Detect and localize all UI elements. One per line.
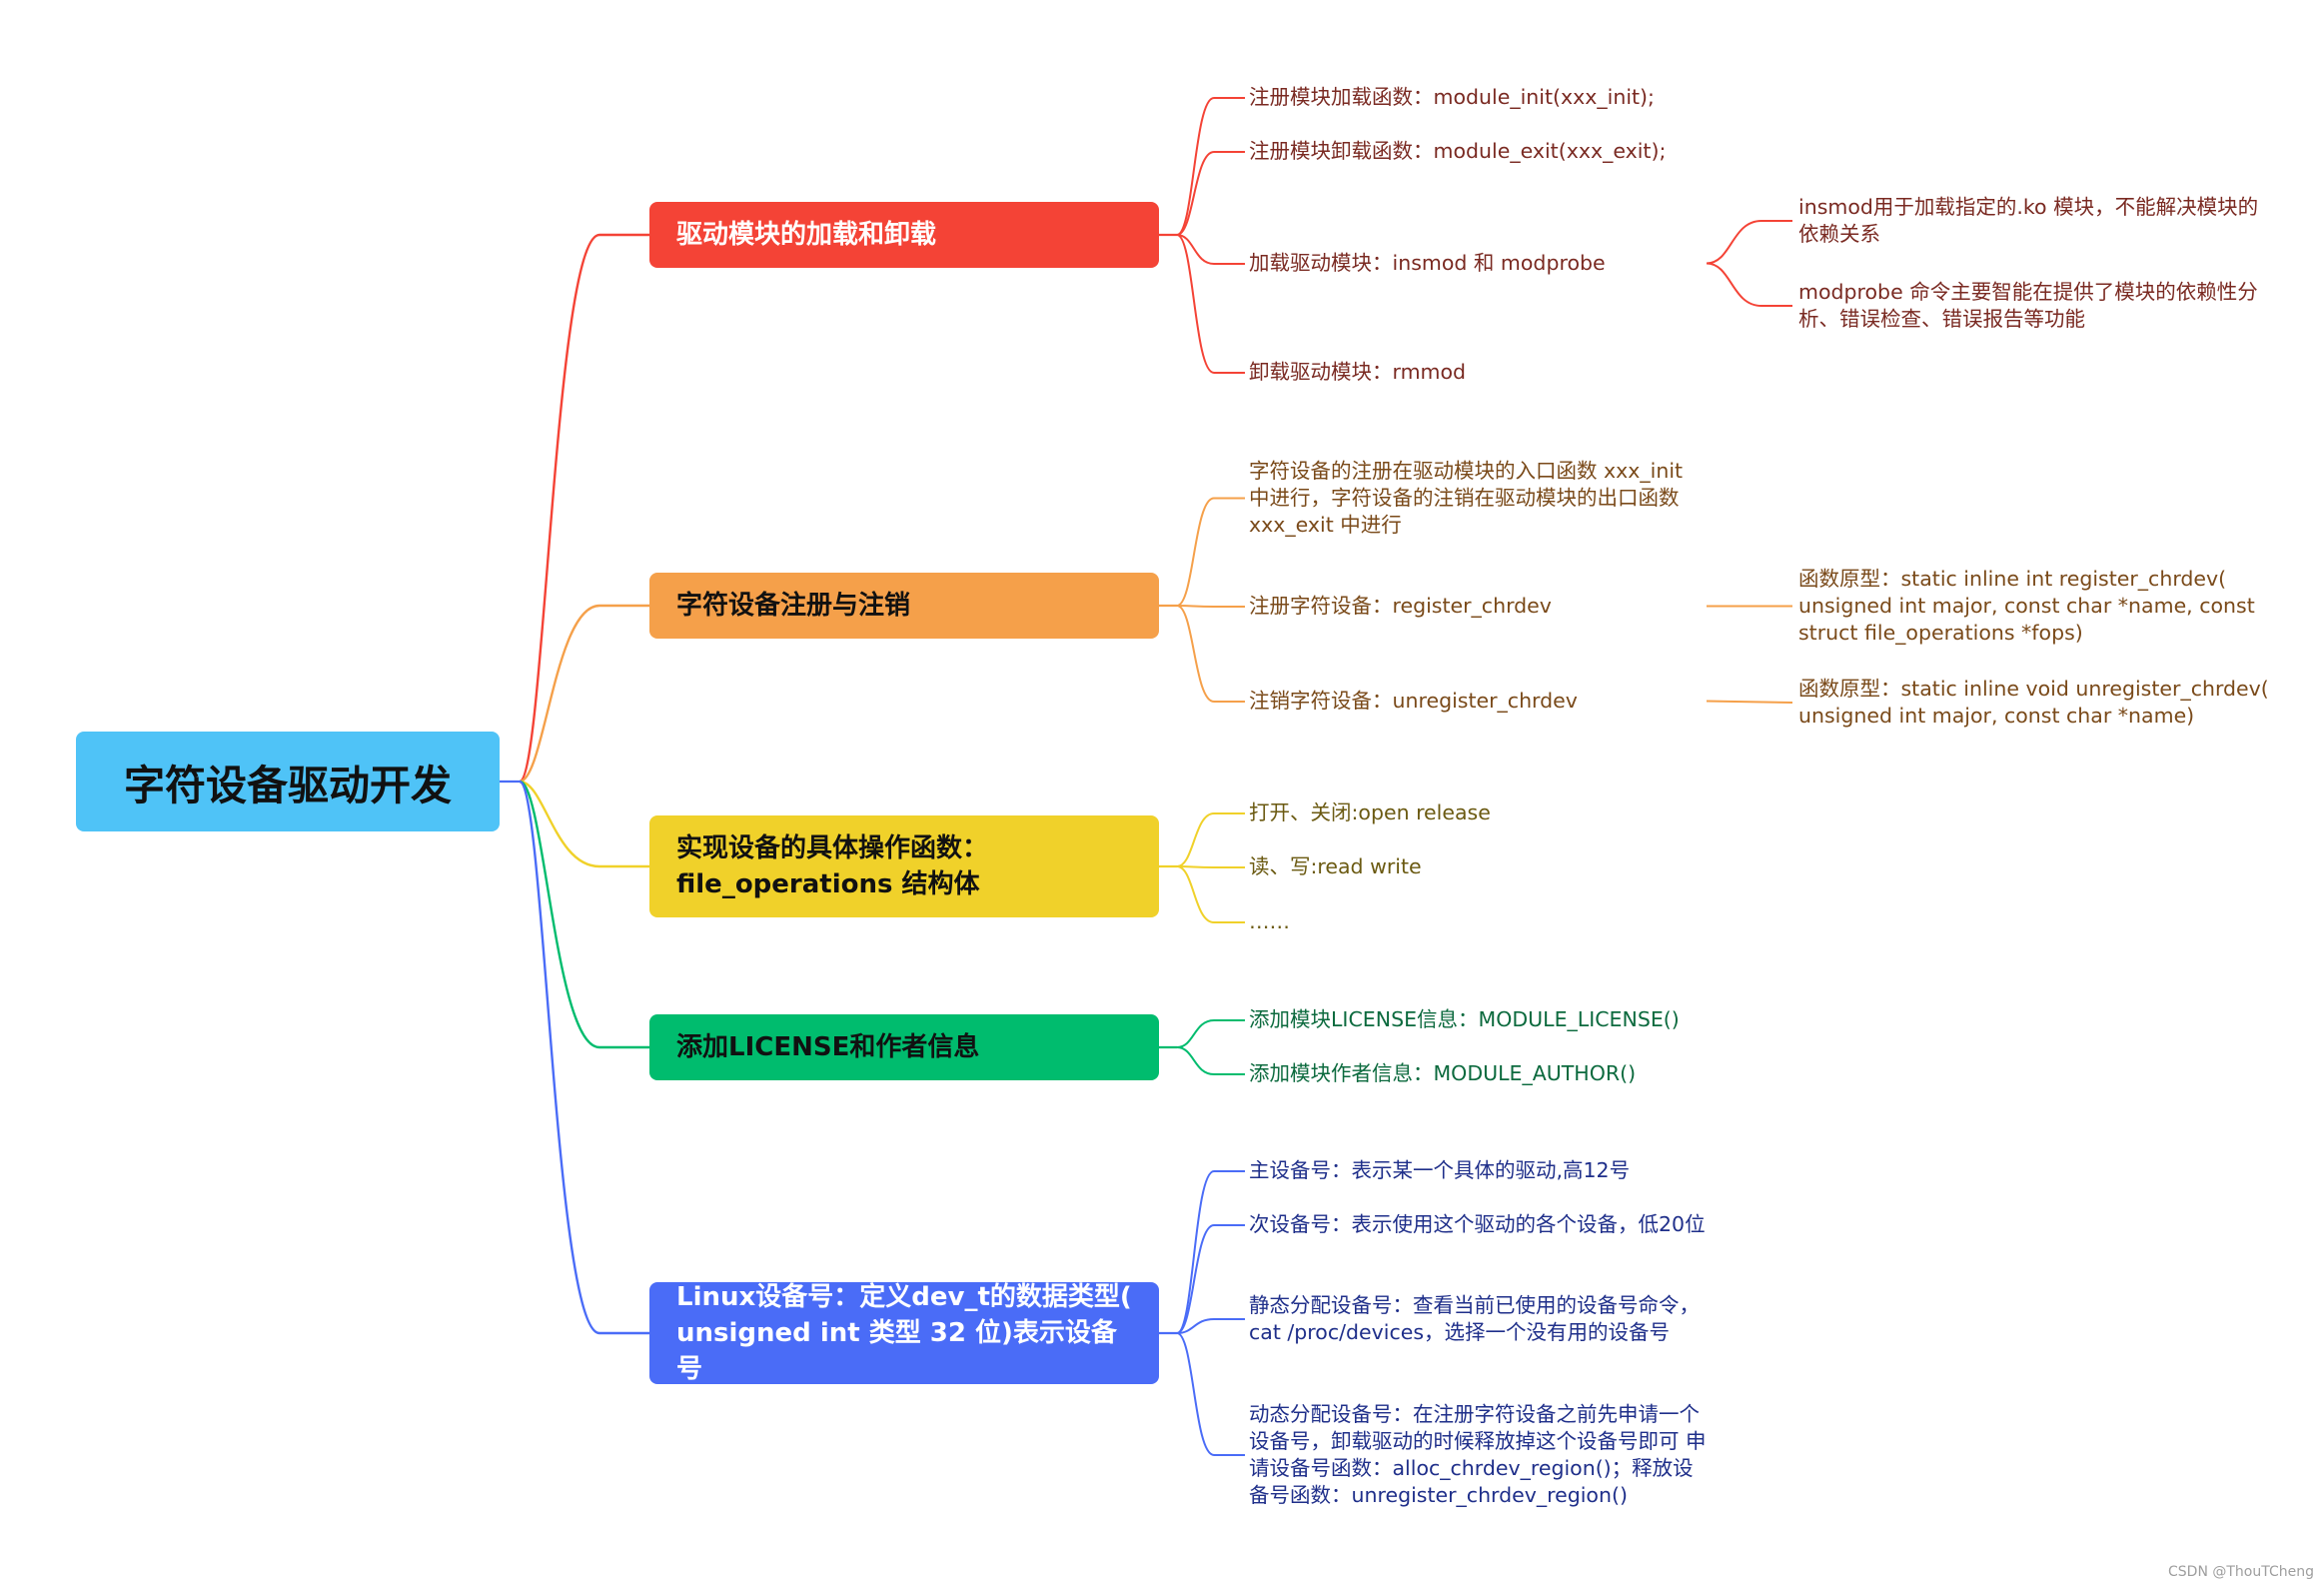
branch-label: Linux设备号：定义dev_t的数据类型( unsigned int 类型 3… xyxy=(676,1282,1132,1384)
root-branch-edge xyxy=(519,780,649,1049)
leaf-module-exit: 注册模块卸载函数：module_exit(xxx_exit); xyxy=(1249,139,1667,163)
leaf-subleaf-edge xyxy=(1706,262,1792,307)
root-node: 字符设备驱动开发 xyxy=(76,732,500,831)
leaf-minor-number: 次设备号：表示使用这个驱动的各个设备，低20位 xyxy=(1249,1212,1706,1236)
branch-leaf-edge xyxy=(1176,97,1245,236)
branch-leaf-edge xyxy=(1176,605,1245,608)
branch-leaf-edge xyxy=(1176,1224,1245,1334)
branch-label: 实现设备的具体操作函数：file_operations 结构体 xyxy=(676,833,989,899)
subleaf-insmod: insmod用于加载指定的.ko 模块，不能解决模块的依赖关系 xyxy=(1798,195,2259,246)
subleaf-modprobe: modprobe 命令主要智能在提供了模块的依赖性分析、错误检查、错误报告等功能 xyxy=(1798,280,2258,331)
leaf-module-init: 注册模块加载函数：module_init(xxx_init); xyxy=(1249,85,1655,109)
branch-file-operations: 实现设备的具体操作函数：file_operations 结构体 xyxy=(649,815,1159,917)
branch-label: 添加LICENSE和作者信息 xyxy=(676,1032,980,1062)
branch-device-number: Linux设备号：定义dev_t的数据类型( unsigned int 类型 3… xyxy=(649,1282,1159,1384)
branch-char-device-register: 字符设备注册与注销 xyxy=(649,573,1159,639)
leaf-register-chrdev: 注册字符设备：register_chrdev xyxy=(1249,594,1552,618)
leaf-subleaf-edge xyxy=(1706,220,1792,265)
leaf-open-release: 打开、关闭:open release xyxy=(1249,800,1491,824)
branch-leaf-edge xyxy=(1176,234,1245,265)
root-label: 字符设备驱动开发 xyxy=(124,762,452,809)
root-branch-edge xyxy=(518,233,649,784)
watermark: CSDN @ThouTCheng xyxy=(2168,1564,2314,1580)
root-branch-edge xyxy=(518,780,649,1335)
branch-leaf-edge xyxy=(1176,234,1245,374)
branch-module-load-unload: 驱动模块的加载和卸载 xyxy=(649,202,1159,268)
branch-leaf-edge xyxy=(1176,605,1245,703)
leaf-major-number: 主设备号：表示某一个具体的驱动,高12号 xyxy=(1249,1158,1631,1182)
branch-leaf-edge xyxy=(1176,865,1245,868)
branch-leaf-edge xyxy=(1176,1019,1245,1048)
leaf-unregister-chrdev: 注销字符设备：unregister_chrdev xyxy=(1249,689,1578,713)
branch-leaf-edge xyxy=(1176,151,1245,236)
leaf-subleaf-edge xyxy=(1706,700,1793,704)
leaf-module-author: 添加模块作者信息：MODULE_AUTHOR() xyxy=(1249,1061,1637,1085)
leaf-ellipsis: …… xyxy=(1249,909,1290,933)
branch-label: 驱动模块的加载和卸载 xyxy=(676,220,937,250)
branch-label: 字符设备注册与注销 xyxy=(676,591,911,621)
subleaf-register-prototype: 函数原型：static inline int register_chrdev( … xyxy=(1798,567,2262,645)
leaf-static-allocation: 静态分配设备号：查看当前已使用的设备号命令，cat /proc/devices，… xyxy=(1249,1293,1700,1344)
branch-license-author: 添加LICENSE和作者信息 xyxy=(649,1014,1159,1080)
branch-leaf-edge xyxy=(1176,1046,1245,1075)
branch-leaf-edge xyxy=(1176,865,1245,923)
leaf-register-location: 字符设备的注册在驱动模块的入口函数 xxx_init 中进行，字符设备的注销在驱… xyxy=(1249,459,1690,537)
branch-leaf-edge xyxy=(1176,812,1245,867)
leaf-dynamic-allocation: 动态分配设备号：在注册字符设备之前先申请一个设备号，卸载驱动的时候释放掉这个设备… xyxy=(1249,1402,1707,1507)
subleaf-unregister-prototype: 函数原型：static inline void unregister_chrde… xyxy=(1798,677,2276,728)
branch-leaf-edge xyxy=(1176,1332,1245,1456)
branch-leaf-edge xyxy=(1176,1318,1245,1334)
leaf-read-write: 读、写:read write xyxy=(1249,854,1422,878)
leaf-insmod-modprobe: 加载驱动模块：insmod 和 modprobe xyxy=(1249,251,1606,275)
leaf-rmmod: 卸载驱动模块：rmmod xyxy=(1249,360,1467,384)
branch-leaf-edge xyxy=(1176,497,1245,607)
root-branch-edge xyxy=(519,780,649,868)
branch-leaf-edge xyxy=(1176,1170,1245,1334)
leaf-module-license: 添加模块LICENSE信息：MODULE_LICENSE() xyxy=(1249,1007,1680,1031)
root-branch-edge xyxy=(519,604,649,784)
